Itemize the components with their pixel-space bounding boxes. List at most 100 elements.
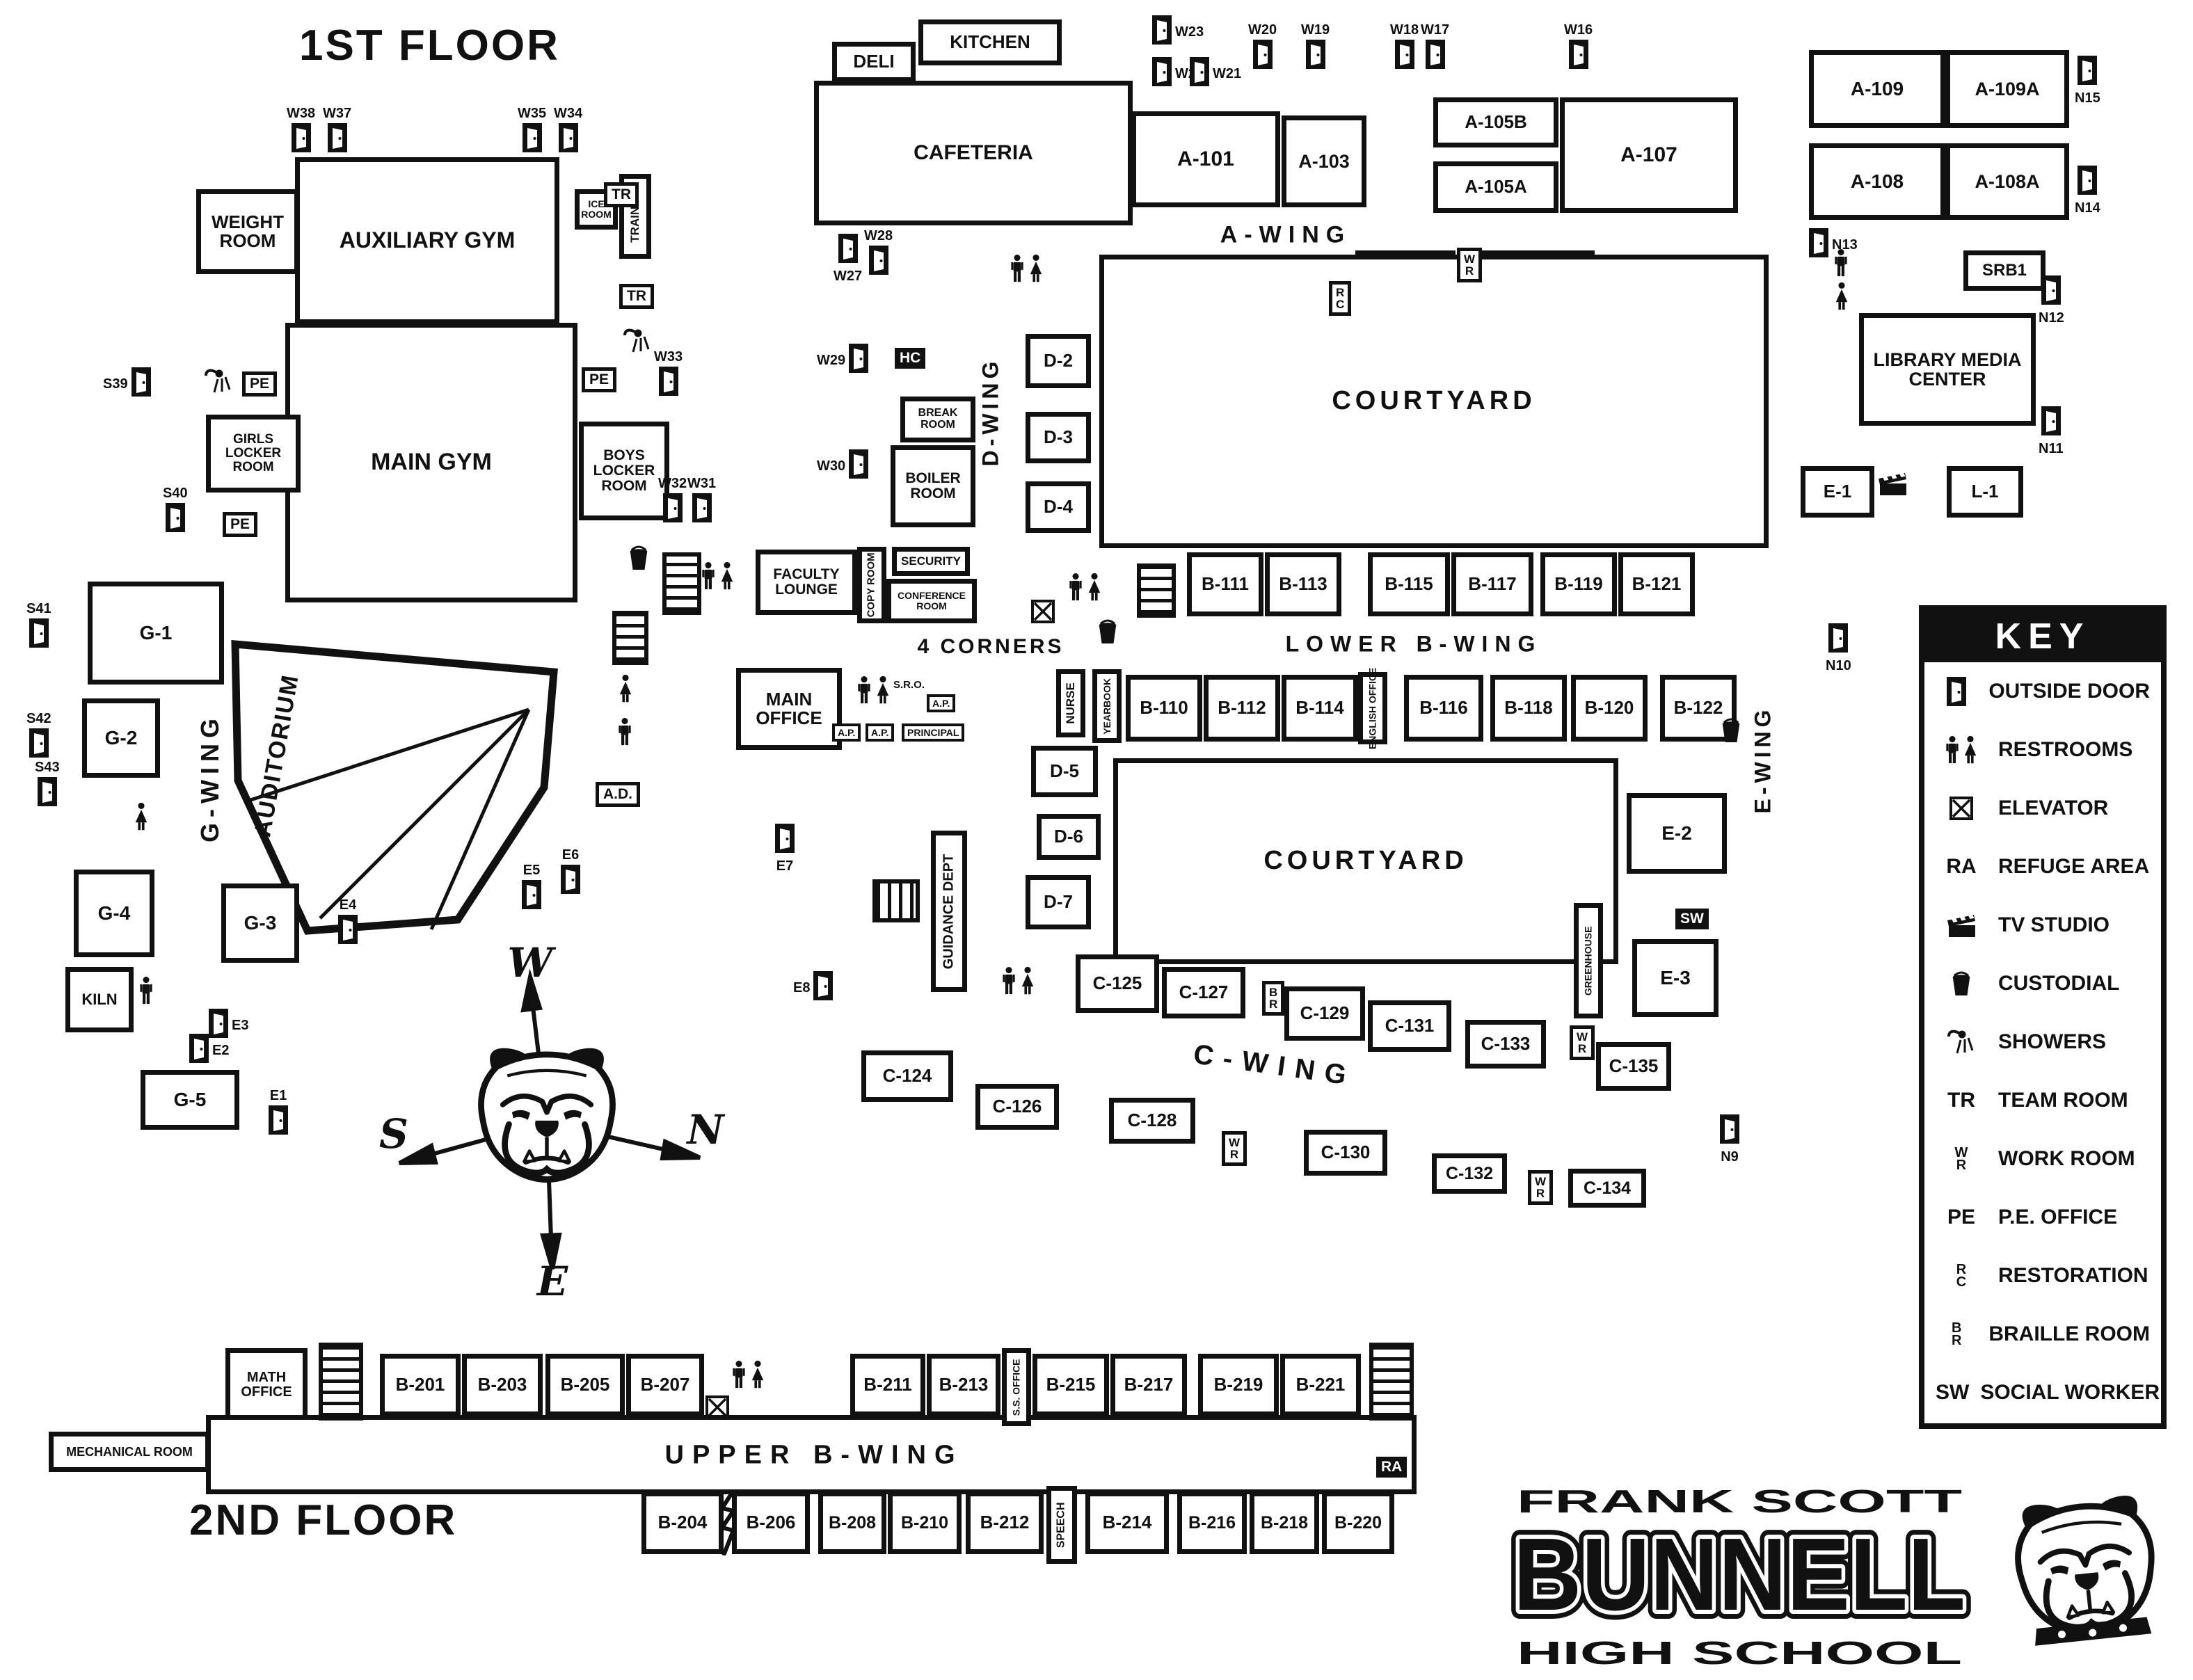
outside-door-icon — [2078, 56, 2098, 89]
door-label: W16 — [1564, 22, 1593, 38]
door-label: W33 — [654, 349, 683, 365]
door-label: N14 — [2075, 200, 2100, 216]
room-g-5: G-5 — [141, 1070, 239, 1130]
room-e-3: E-3 — [1632, 939, 1718, 1017]
room-label: BOILER ROOM — [905, 470, 961, 502]
room-label: B-115 — [1385, 573, 1433, 595]
door-label: E3 — [232, 1017, 249, 1033]
label-a-d: A.D. — [596, 782, 640, 807]
compass-east: E — [536, 1258, 568, 1305]
key-label: TV STUDIO — [1998, 913, 2110, 936]
label-wr: W R — [1528, 1170, 1554, 1205]
outside-door-icon — [338, 915, 358, 948]
door-label: W34 — [554, 106, 583, 121]
label-hc: HC — [895, 348, 926, 369]
outside-door-icon — [775, 824, 795, 857]
room-b-211: B-211 — [850, 1354, 925, 1416]
bulldog-logo — [1991, 1476, 2183, 1646]
elevator-icon — [1936, 797, 1987, 820]
room-label: B-207 — [640, 1374, 690, 1395]
label-rc: R C — [1329, 281, 1352, 316]
key-row-showers: SHOWERS — [1924, 1013, 2161, 1071]
room-label: C-129 — [1300, 1002, 1350, 1024]
room-b-214: B-214 — [1085, 1491, 1169, 1554]
room-b-215: B-215 — [1032, 1354, 1109, 1416]
room-label: C-125 — [1092, 973, 1142, 994]
door-label: E2 — [212, 1042, 230, 1058]
room-label: C-127 — [1179, 982, 1229, 1003]
room-b-110: B-110 — [1126, 675, 1202, 742]
room-c-129: C-129 — [1284, 986, 1365, 1041]
door-e6: E6 — [561, 847, 580, 898]
label-pe: PE — [582, 367, 617, 392]
room-label: B-116 — [1419, 697, 1468, 719]
door-label: E8 — [793, 979, 811, 995]
label-pe: PE — [242, 371, 278, 397]
key-label: BRAILLE ROOM — [1988, 1322, 2150, 1345]
label-principal: PRINCIPAL — [902, 723, 965, 742]
school-name-line2-outline: BUNNELL — [1513, 1517, 1965, 1632]
room-b-220: B-220 — [1322, 1491, 1394, 1554]
room-d-7: D-7 — [1026, 875, 1091, 929]
key-row-restrooms: RESTROOMS — [1924, 721, 2161, 779]
room-c-134: C-134 — [1568, 1169, 1646, 1208]
room-mechanical-room: MECHANICAL ROOM — [49, 1432, 210, 1472]
zigzag-icon — [718, 1493, 737, 1555]
restroom-mf-icon — [701, 561, 735, 591]
stairs — [319, 1343, 363, 1421]
room-c-128: C-128 — [1109, 1098, 1195, 1144]
room-math-office: MATH OFFICE — [225, 1348, 308, 1422]
stairs — [662, 552, 701, 615]
room-conference-room: CONFERENCE ROOM — [886, 579, 977, 623]
door-s43: S43 — [35, 760, 60, 810]
door-label: E4 — [339, 897, 357, 913]
restroom-mf-icon — [1936, 735, 1987, 765]
room-label: ENGLISH OFFICE — [1366, 667, 1378, 749]
room-speech: SPEECH — [1046, 1486, 1077, 1564]
key-row-outside-door: OUTSIDE DOOR — [1924, 662, 2161, 721]
room-label: B-112 — [1218, 697, 1266, 719]
door-label: S42 — [26, 711, 51, 726]
door-w37: W37 — [323, 106, 351, 157]
room-break-room: BREAK ROOM — [900, 397, 975, 442]
room-label: WEIGHT ROOM — [212, 211, 284, 251]
outside-door-icon — [29, 728, 49, 762]
elevator-icon — [705, 1395, 729, 1419]
door-label: E5 — [523, 863, 541, 878]
compass-south: S — [379, 1110, 408, 1158]
room-label: B-122 — [1673, 697, 1723, 719]
room-label: COURTYARD — [1332, 386, 1536, 416]
restroom-m-icon — [1834, 248, 1848, 278]
outside-door-icon — [1190, 57, 1209, 90]
door-label: W31 — [687, 476, 717, 491]
door-w18: W18 — [1390, 22, 1419, 73]
room-label: D-3 — [1044, 426, 1073, 448]
tr-icon: TR — [1947, 1089, 1975, 1112]
room-security: SECURITY — [892, 547, 970, 576]
key-label: SOCIAL WORKER — [1980, 1381, 2160, 1404]
outside-door-icon — [327, 123, 347, 157]
door-w38: W38 — [287, 106, 315, 157]
room-label: CONFERENCE ROOM — [897, 590, 966, 611]
door-w19: W19 — [1301, 22, 1330, 73]
room-g-2: G-2 — [82, 698, 160, 778]
room-label: B-216 — [1188, 1512, 1236, 1533]
door-label: W20 — [1248, 22, 1277, 38]
collar — [2035, 1617, 2152, 1646]
stairs — [872, 879, 920, 922]
door-w32: W32 — [658, 476, 687, 527]
room-label: A-105B — [1465, 111, 1527, 133]
room-guidance-dept: GUIDANCE DEPT — [931, 831, 967, 992]
door-label: W17 — [1421, 22, 1450, 38]
room-label: C-128 — [1127, 1110, 1177, 1131]
room-label: GIRLS LOCKER ROOM — [225, 432, 282, 474]
room-main-office: MAIN OFFICE — [736, 668, 842, 750]
room-b-218: B-218 — [1250, 1491, 1319, 1554]
room-label: ICE ROOM — [581, 198, 612, 220]
door-w28: W28 — [864, 228, 893, 279]
room-c-133: C-133 — [1465, 1020, 1546, 1069]
outside-door-icon — [522, 123, 542, 157]
